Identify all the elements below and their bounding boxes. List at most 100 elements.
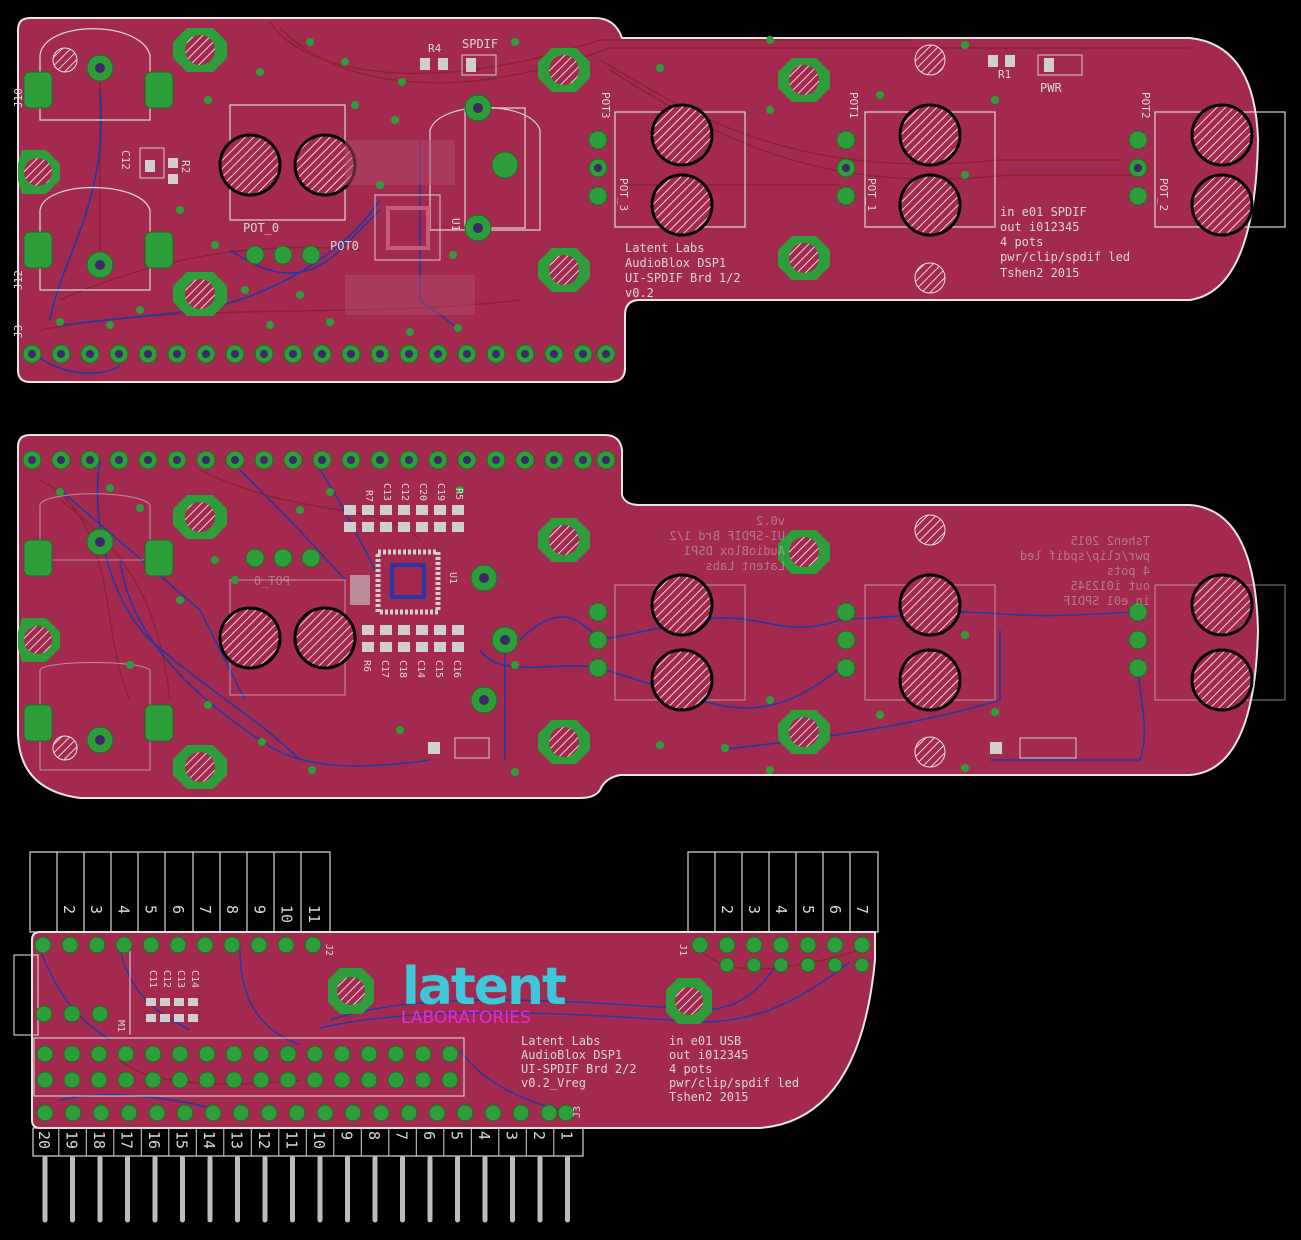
board-1-notes-left: Latent Labs AudioBlox DSP1 UI-SPDIF Brd … bbox=[625, 241, 741, 300]
pin-number: 6 bbox=[420, 1131, 438, 1140]
note-line: pwr/clip/spdif led bbox=[1020, 549, 1150, 563]
pin-number: 7 bbox=[196, 905, 214, 914]
label-c13: C13 bbox=[381, 483, 392, 501]
label-c12: C12 bbox=[119, 150, 132, 170]
note-line: AudioBlox DSP1 bbox=[521, 1048, 622, 1062]
note-line: v0.2 bbox=[756, 514, 785, 528]
label-pot0-b: POT0 bbox=[330, 239, 359, 253]
label-c16: C16 bbox=[451, 660, 462, 678]
label-spdif: SPDIF bbox=[462, 37, 498, 51]
pin-number: 4 bbox=[475, 1131, 493, 1140]
pin-number: 2 bbox=[718, 905, 736, 914]
pin-number: 1 bbox=[558, 1131, 576, 1140]
board-2-th-pads bbox=[22, 450, 1148, 754]
pin-number: 16 bbox=[145, 1131, 163, 1149]
pin-number: 10 bbox=[310, 1131, 328, 1149]
note-line: Latent Labs bbox=[521, 1034, 600, 1048]
label-r5: R5 bbox=[453, 488, 464, 500]
pin-number: 7 bbox=[853, 905, 871, 914]
note-line: v0.2 bbox=[625, 286, 654, 300]
board-2-mounting-holes bbox=[18, 495, 946, 789]
pin-number: 20 bbox=[35, 1131, 53, 1149]
pin-dividers bbox=[58, 1128, 555, 1156]
label-pot1-a: POT1 bbox=[847, 92, 860, 119]
label-pot3-a: POT3 bbox=[599, 92, 612, 119]
board-1-smd bbox=[139, 54, 1083, 184]
board-1-th-pads bbox=[23, 54, 1148, 279]
label-pot2-a: POT2 bbox=[1139, 92, 1152, 119]
note-line: v0.2_Vreg bbox=[521, 1076, 586, 1090]
pin-number: 18 bbox=[90, 1131, 108, 1149]
label-r6: R6 bbox=[361, 660, 372, 672]
label-c11: C11 bbox=[147, 970, 158, 988]
board-3-header-right-body bbox=[687, 851, 879, 933]
board-2-silk-text: R7 C13 C12 C20 C19 R5 R6 C17 C18 C14 C15… bbox=[254, 483, 1150, 678]
board-1: SPDIF R4 R1 PWR POT_0 POT0 R2 C12 U1 POT… bbox=[12, 17, 1286, 383]
label-pot1-b: POT_1 bbox=[865, 178, 878, 211]
note-line: Tshen2 2015 bbox=[669, 1090, 748, 1104]
board-2-pad-holes bbox=[28, 456, 610, 745]
label-u1: U1 bbox=[447, 572, 458, 584]
pin-number: 5 bbox=[142, 905, 160, 914]
label-c13: C13 bbox=[175, 970, 186, 988]
label-pot0-a: POT_0 bbox=[243, 221, 279, 235]
board-1-ic-u1 bbox=[345, 140, 475, 315]
pin-number: 3 bbox=[745, 905, 763, 914]
note-line: out i012345 bbox=[1000, 220, 1079, 234]
note-line: in e01 SPDIF bbox=[1063, 594, 1150, 608]
note-line: UI-SPDIF Brd 1/2 bbox=[669, 529, 785, 543]
note-line: pwr/clip/spdif led bbox=[669, 1076, 799, 1090]
label-j10: J10 bbox=[12, 88, 25, 108]
board-2: R7 C13 C12 C20 C19 R5 R6 C17 C18 C14 C15… bbox=[17, 434, 1286, 799]
note-line: in e01 SPDIF bbox=[1000, 205, 1087, 219]
board-2-pot-holes bbox=[218, 573, 1254, 712]
board-3-bottom-header-pads bbox=[36, 1104, 575, 1122]
board-2-smd-row-bottom bbox=[362, 625, 1077, 759]
label-c12: C12 bbox=[399, 483, 410, 501]
pin-number: 6 bbox=[169, 905, 187, 914]
logo-laboratories: LABORATORIES bbox=[401, 1008, 531, 1028]
pin-number: 2 bbox=[530, 1131, 548, 1140]
note-line: pwr/clip/spdif led bbox=[1000, 250, 1130, 264]
pin-number: 11 bbox=[305, 905, 323, 923]
pin-number: 2 bbox=[60, 905, 78, 914]
board-3: latent LABORATORIES Latent Labs AudioBlo… bbox=[13, 851, 879, 1223]
label-c18: C18 bbox=[397, 660, 408, 678]
board-3-traces bbox=[39, 949, 851, 1111]
latent-labs-logo: latent LABORATORIES bbox=[401, 957, 568, 1028]
label-j2: J2 bbox=[323, 944, 334, 956]
pin-number: 3 bbox=[503, 1131, 521, 1140]
pin-number: 6 bbox=[826, 905, 844, 914]
pin-number: 9 bbox=[338, 1131, 356, 1140]
pin-number: 5 bbox=[448, 1131, 466, 1140]
board-1-silk-text: SPDIF R4 R1 PWR POT_0 POT0 R2 C12 U1 POT… bbox=[12, 37, 1170, 338]
board-3-double-row bbox=[36, 1045, 459, 1089]
board-3-notes-right: in e01 USB out i012345 4 pots pwr/clip/s… bbox=[669, 1034, 799, 1104]
board-2-outline bbox=[17, 434, 1260, 799]
pin-number: 14 bbox=[200, 1131, 218, 1149]
board-2-smd-row-top bbox=[344, 505, 464, 532]
note-line: Latent Labs bbox=[625, 241, 704, 255]
board-2-vias bbox=[56, 484, 999, 776]
pin-number: 8 bbox=[365, 1131, 383, 1140]
note-line: in e01 USB bbox=[669, 1034, 741, 1048]
label-j3: J3 bbox=[12, 325, 25, 338]
label-c14: C14 bbox=[415, 660, 426, 678]
pin-number: 12 bbox=[255, 1131, 273, 1149]
pin-number: 5 bbox=[799, 905, 817, 914]
label-r1: R1 bbox=[998, 68, 1011, 81]
note-line: 4 pots bbox=[1000, 235, 1043, 249]
pin-legs bbox=[42, 1155, 570, 1223]
pin-number: 17 bbox=[118, 1131, 136, 1149]
pin-number: 11 bbox=[283, 1131, 301, 1149]
label-c19: C19 bbox=[435, 483, 446, 501]
label-j12: J12 bbox=[12, 270, 25, 290]
note-line: AudioBlox DSP1 bbox=[684, 544, 785, 558]
label-c15: C15 bbox=[433, 660, 444, 678]
board-3-notes-left: Latent Labs AudioBlox DSP1 UI-SPDIF Brd … bbox=[521, 1034, 637, 1090]
board-3-bottom-pin-strip bbox=[32, 1127, 584, 1223]
label-pwr: PWR bbox=[1040, 81, 1062, 95]
note-line: UI-SPDIF Brd 1/2 bbox=[625, 271, 741, 285]
note-line: Tshen2 2015 bbox=[1000, 266, 1079, 280]
